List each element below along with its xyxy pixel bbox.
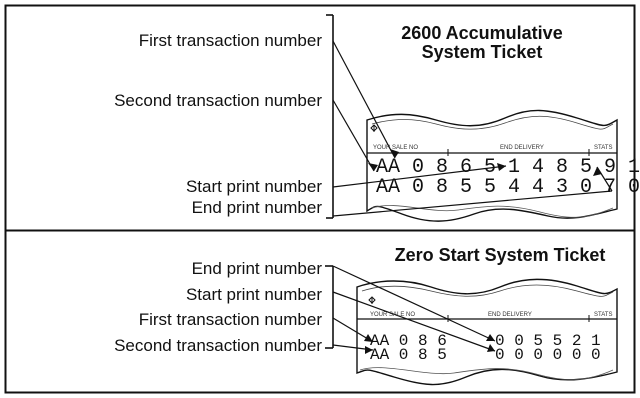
ticket2-label-second-transaction: Second transaction number <box>114 336 322 355</box>
ticket2-label-end-print: End print number <box>191 259 322 278</box>
ticket2-paper <box>356 278 618 386</box>
ticket1-leader-first <box>332 40 396 159</box>
ticket1-label-second-transaction: Second transaction number <box>114 91 322 110</box>
ticket1-header-left: YOUR SALE NO <box>373 145 419 151</box>
ticket1-arrow-first <box>390 149 399 158</box>
ticket2-arrow-start <box>487 344 495 352</box>
ticket1-header-right: STATS <box>594 145 613 151</box>
ticket1-leader-end <box>332 190 613 217</box>
ticket1-label-start-print: Start print number <box>185 177 322 196</box>
ticket2-arrow-second <box>365 346 373 354</box>
ticket1-bottom-shadow <box>371 205 614 218</box>
ticket1-row1-right: 5 1 4 8 5 9 1 <box>484 156 640 179</box>
ticket1-title: 2600 Accumulative System Ticket <box>401 23 563 62</box>
ticket1-arrow-end <box>593 167 602 176</box>
ticket2-header-right: STATS <box>594 312 613 318</box>
ticket2-arrow-first <box>364 334 373 342</box>
ticket1-leader-start <box>332 165 507 188</box>
ticket1-leader-second <box>332 99 375 172</box>
ticket1-label-first-transaction: First transaction number <box>138 31 322 50</box>
ticket1-logo-icon <box>370 124 378 132</box>
ticket1-top-shadow <box>371 115 614 130</box>
ticket1-label-end-print: End print number <box>191 198 322 217</box>
ticket2-label-first-transaction: First transaction number <box>138 310 322 329</box>
ticket2-arrow-end <box>486 334 495 341</box>
ticket2-top-shadow <box>361 284 614 297</box>
ticket2-leader-start <box>332 291 496 352</box>
ticket2-row1-right: 0 0 5 5 2 1 <box>495 332 601 350</box>
ticket2-logo-icon <box>368 296 376 304</box>
ticket1-paper <box>366 109 618 222</box>
ticket1-header-middle: END DELIVERY <box>500 145 544 151</box>
ticket2-row2-left: AA 0 8 5 <box>370 346 447 364</box>
ticket2-header-middle: END DELIVERY <box>488 312 532 318</box>
ticket2-row1-left: AA 0 8 6 <box>370 332 447 350</box>
ticket2-title: Zero Start System Ticket <box>394 245 606 265</box>
ticket2-label-start-print: Start print number <box>185 285 322 304</box>
outer-border <box>4 4 636 394</box>
ticket2-row2-right: 0 0 0 0 0 0 <box>495 346 601 364</box>
ticket1-arrow-second <box>368 163 378 171</box>
ticket2-bottom-shadow <box>359 367 614 381</box>
ticket2-leader-end <box>332 265 496 342</box>
ticket1-arrow-start <box>497 163 506 171</box>
ticket1-row2-right: 5 4 4 3 0 7 0 <box>484 176 640 199</box>
ticket1-row1-left: AA 0 8 6 <box>376 156 473 179</box>
ticket2-header-left: YOUR SALE NO <box>370 312 416 318</box>
ticket1-row2-left: AA 0 8 5 <box>376 176 473 199</box>
